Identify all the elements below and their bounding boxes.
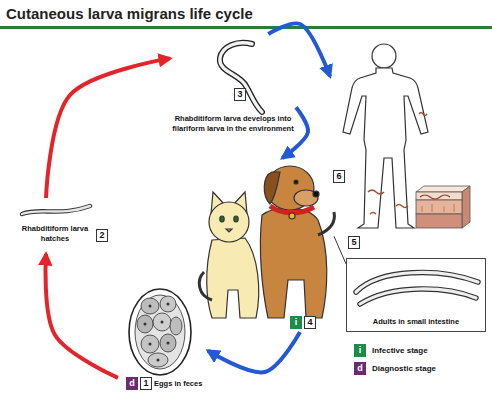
skin-section-part: [416, 192, 462, 200]
cat-host-part: [209, 202, 249, 242]
rhabditiform-larva-part: [22, 206, 90, 214]
human-host-part: [343, 68, 428, 228]
skin-section-part: [420, 195, 450, 199]
hookworm-egg-part: [170, 317, 182, 335]
skin-section-part: [416, 214, 462, 228]
stage-caption: Eggs in feces: [154, 377, 226, 390]
cycle-arrow: [268, 23, 330, 76]
dog-host-part: [318, 212, 334, 235]
callout-number: 6: [333, 170, 345, 183]
callout-number: 1: [140, 377, 152, 390]
rhabditiform-larva: [22, 206, 90, 214]
callout-number: 5: [348, 236, 360, 249]
hookworm-egg-part: [160, 334, 176, 352]
legend-swatch: i: [354, 344, 366, 357]
larva-hatch-stage: Rhabditiform larva hatches 2: [16, 198, 116, 254]
hookworm-egg-part: [160, 296, 176, 312]
hookworm-egg-part: [149, 343, 152, 346]
hookworm-egg-part: [137, 315, 153, 333]
human-host: 6: [330, 38, 466, 230]
filariform-stage: 3Rhabditiform larva develops into filari…: [170, 34, 296, 156]
human-host-part: [396, 205, 408, 208]
stage-marker: d: [357, 363, 363, 373]
skin-section: [416, 186, 470, 228]
cycle-arrow: [282, 107, 308, 158]
dog-host-part: [289, 213, 295, 219]
title-rule: [0, 26, 492, 29]
legend-text: Diagnostic stage: [372, 363, 436, 374]
dog-host-part: [264, 172, 280, 204]
hookworm-egg-part: [129, 289, 191, 375]
dog-host-part: [294, 190, 318, 206]
hookworm-egg-part: [144, 323, 147, 326]
cat-host-part: [207, 238, 259, 318]
hookworm-egg-part: [167, 303, 170, 306]
adult-worms-part: [360, 289, 476, 304]
leader-line: [334, 236, 346, 264]
cycle-arrow: [208, 332, 300, 372]
cat-host-part: [234, 216, 238, 222]
cat-host-part: [226, 229, 232, 232]
rhabditiform-larva-part: [22, 206, 90, 214]
cat-host-part: [220, 216, 224, 222]
callout-number: 3: [234, 88, 246, 101]
legend-swatch: d: [354, 362, 366, 375]
human-host-part: [419, 113, 427, 116]
hookworm-egg-part: [167, 342, 170, 345]
dog-host-part: [313, 191, 319, 197]
skin-section-part: [416, 200, 462, 214]
dog-host-part: [270, 206, 314, 213]
filariform-larva-part: [220, 43, 262, 112]
adult-worms-part: [360, 289, 476, 304]
diagram-title: Cutaneous larva migrans life cycle: [6, 5, 253, 22]
intestine-box: 5Adults in small intestine: [346, 258, 486, 332]
skin-section-part: [416, 186, 470, 192]
legend-text: Infective stage: [372, 345, 428, 356]
hookworm-egg-part: [157, 359, 160, 362]
hookworm-egg-part: [149, 305, 152, 308]
hookworm-egg-part: [148, 353, 168, 367]
stage-marker: d: [126, 377, 138, 390]
stage-marker: i: [359, 345, 362, 355]
skin-section-part: [462, 186, 470, 228]
human-host-part: [368, 190, 384, 194]
stage-marker: i: [290, 316, 302, 329]
dog-host-part: [294, 180, 298, 184]
animal-host: 4: [198, 158, 334, 332]
hookworm-egg-part: [153, 313, 171, 331]
adult-worms: [356, 273, 478, 304]
skin-section-part: [422, 204, 454, 212]
cat-host: [199, 192, 258, 318]
human-host-part: [372, 44, 396, 68]
human-host-part: [370, 213, 376, 215]
dog-host: [260, 166, 334, 318]
hookworm-egg-part: [141, 298, 159, 314]
dog-host-part: [260, 208, 326, 318]
hookworm-egg-part: [141, 335, 159, 353]
callout-number: 2: [96, 229, 108, 242]
hookworm-egg-part: [161, 321, 164, 324]
cycle-arrow: [46, 254, 118, 378]
cat-host-part: [199, 272, 212, 300]
callout-number: 4: [304, 316, 316, 329]
hookworm-egg: [129, 289, 191, 375]
filariform-larva: [220, 43, 262, 112]
stage-caption: Rhabditiform larva develops into filarif…: [168, 114, 298, 133]
cycle-arrow: [46, 58, 170, 198]
filariform-larva-part: [220, 43, 262, 112]
hookworm-egg-part: [135, 295, 185, 369]
human-host: [343, 44, 428, 228]
stage-caption: Rhabditiform larva hatches: [20, 224, 90, 243]
stage-caption: Adults in small intestine: [347, 317, 485, 327]
